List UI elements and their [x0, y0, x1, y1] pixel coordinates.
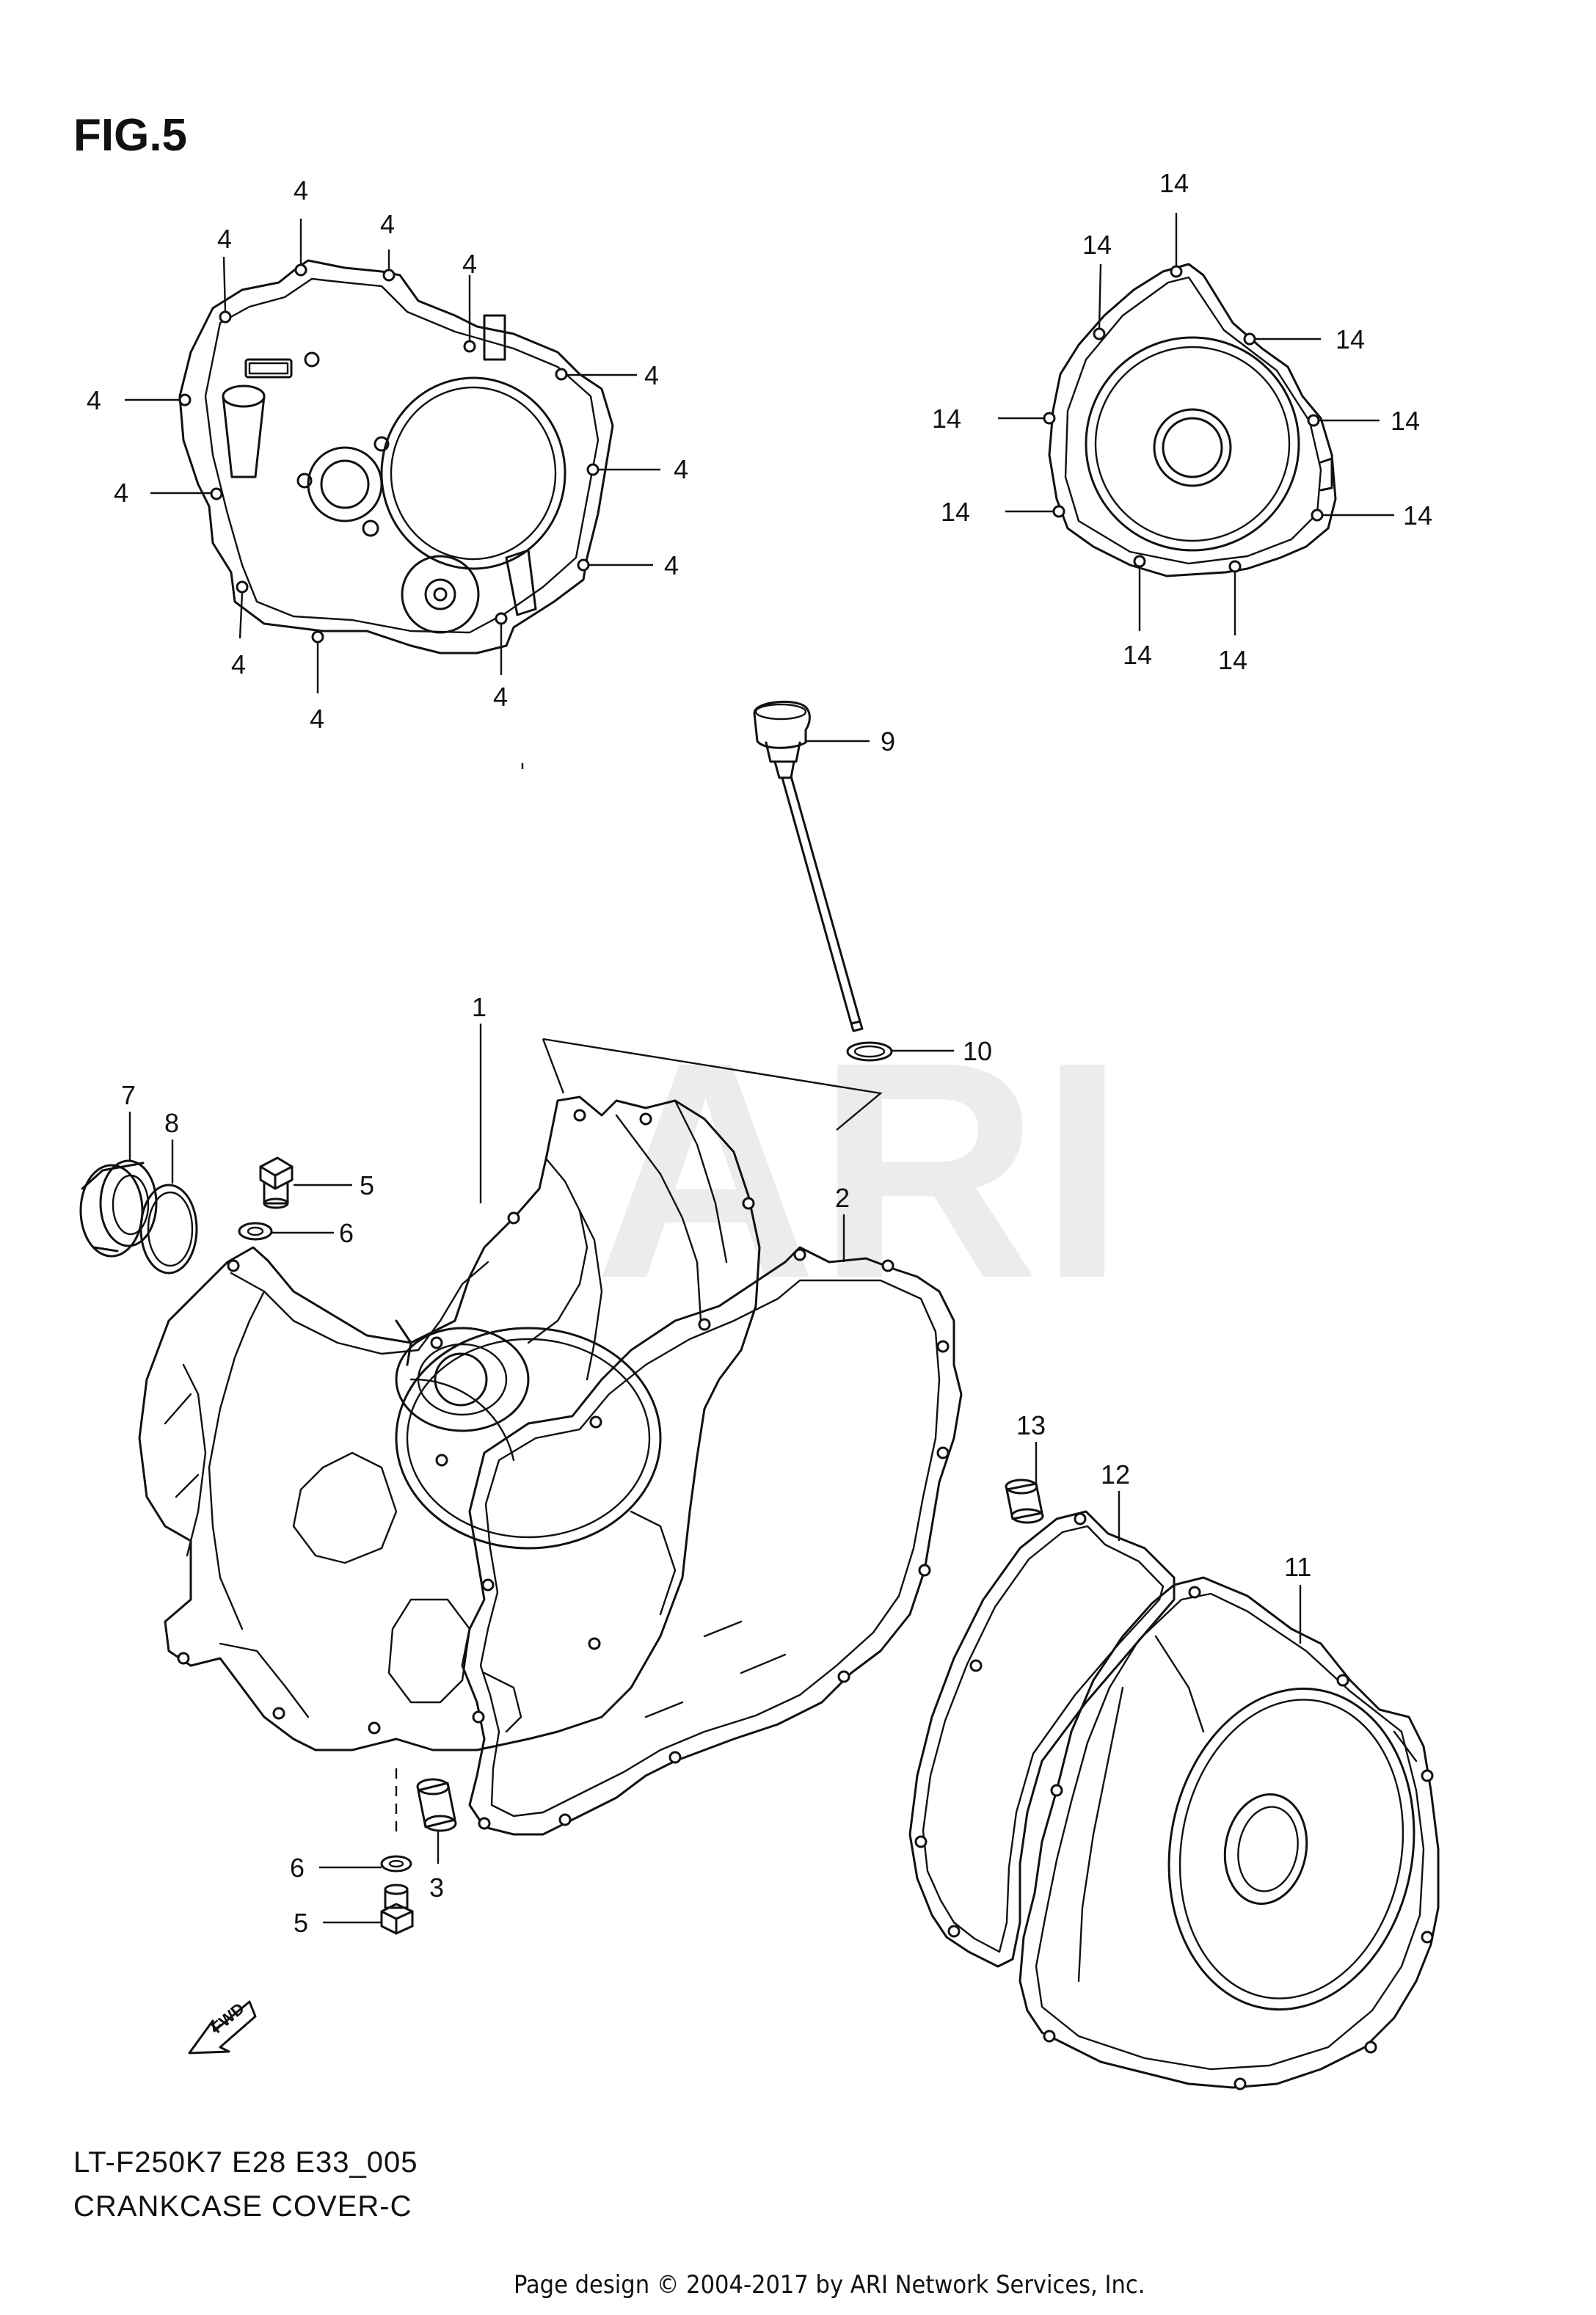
oil-seal-part — [79, 1159, 158, 1258]
callout-4: 4 — [231, 649, 246, 679]
callout-14: 14 — [1218, 645, 1247, 675]
callout-6: 6 — [290, 1853, 305, 1883]
callout-5: 5 — [294, 1908, 308, 1938]
callout-4: 4 — [674, 454, 688, 484]
leaders-part-4 — [125, 219, 660, 693]
callout-4: 4 — [310, 704, 324, 734]
callout-13: 13 — [1016, 1410, 1046, 1440]
magneto-gasket-part — [908, 1510, 1176, 1968]
model-code: LT-F250K7 E28 E33_005 — [73, 2146, 418, 2179]
callout-4: 4 — [493, 682, 508, 712]
crankcase-gasket-part — [461, 1246, 963, 1836]
crankcase-cover-part — [138, 1095, 761, 1751]
callout-14: 14 — [941, 497, 970, 527]
bolt-part — [380, 1884, 414, 1935]
callout-4: 4 — [294, 175, 308, 205]
callout-4: 4 — [664, 550, 679, 580]
callout-7: 7 — [121, 1080, 136, 1110]
page-footer: Page design © 2004-2017 by ARI Network S… — [514, 2270, 1145, 2300]
magneto-cover-part — [1019, 1576, 1440, 2090]
dowel-pin-part — [416, 1778, 457, 1832]
diagram-caption: CRANKCASE COVER-C — [73, 2190, 412, 2223]
callout-14: 14 — [1403, 500, 1432, 531]
callout-10: 10 — [963, 1036, 992, 1066]
watermark: ARI — [594, 999, 1125, 1343]
callout-4: 4 — [114, 478, 128, 508]
callout-6: 6 — [339, 1218, 354, 1248]
dowel-pin-part — [1005, 1479, 1044, 1524]
washer-part — [380, 1855, 412, 1873]
leaders-part-14 — [998, 213, 1394, 635]
callout-12: 12 — [1101, 1459, 1130, 1490]
callout-4: 4 — [380, 209, 395, 239]
figure-title: FIG.5 — [73, 110, 187, 161]
washer-part — [238, 1222, 273, 1241]
callout-4: 4 — [87, 385, 101, 415]
magneto-cover-view — [1043, 263, 1337, 577]
clutch-cover-gasket-view — [178, 259, 614, 655]
fwd-arrow-icon: FWD — [188, 1999, 257, 2055]
callout-4: 4 — [217, 224, 232, 254]
callout-14: 14 — [1082, 230, 1112, 260]
callout-1: 1 — [472, 992, 487, 1022]
callout-14: 14 — [1123, 640, 1152, 670]
callout-4: 4 — [462, 249, 477, 279]
bolt-part — [259, 1156, 294, 1209]
callout-11: 11 — [1284, 1552, 1311, 1582]
callout-2: 2 — [835, 1183, 850, 1213]
callout-14: 14 — [932, 404, 961, 434]
callout-8: 8 — [164, 1108, 179, 1138]
o-ring-8-part — [139, 1184, 198, 1275]
callout-14: 14 — [1391, 406, 1420, 436]
callout-4: 4 — [644, 360, 659, 390]
callout-14: 14 — [1336, 324, 1365, 354]
callout-9: 9 — [881, 726, 895, 757]
callout-3: 3 — [429, 1873, 444, 1903]
callout-5: 5 — [360, 1170, 374, 1200]
oil-dipstick-part — [753, 700, 864, 1032]
callout-14: 14 — [1159, 168, 1189, 198]
